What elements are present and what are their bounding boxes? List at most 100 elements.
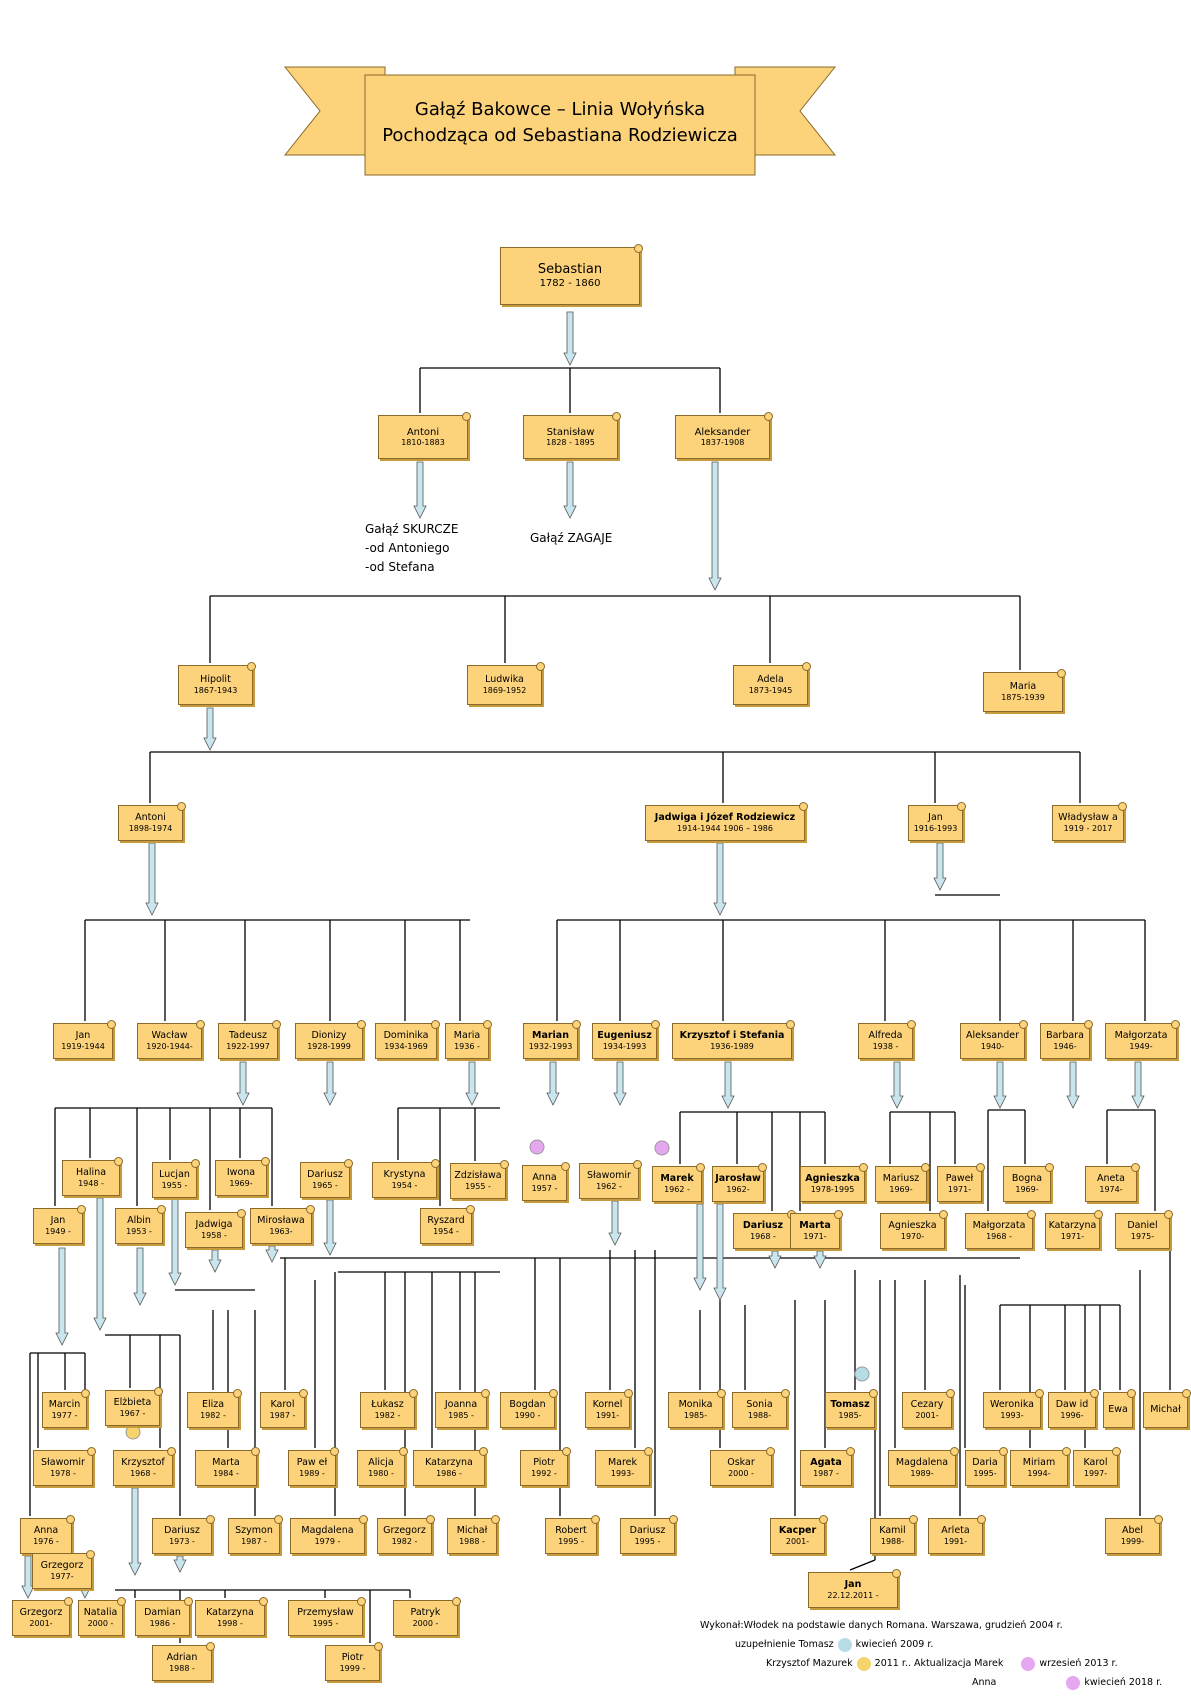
scroll-curl-icon xyxy=(491,1515,500,1524)
down-arrow-icon xyxy=(128,1487,142,1576)
down-arrow-icon xyxy=(208,1249,222,1273)
person-name: Joanna xyxy=(444,1398,478,1410)
scroll-curl-icon xyxy=(1154,1515,1163,1524)
scroll-curl-icon xyxy=(431,1020,440,1029)
person-name: Mariusz xyxy=(882,1172,920,1184)
person-years: 1977- xyxy=(50,1571,74,1581)
person-years: 1987 - xyxy=(813,1468,839,1478)
person-name: Aleksander xyxy=(965,1029,1020,1041)
pink-star-icon xyxy=(1021,1656,1036,1671)
person-years: 1988- xyxy=(880,1536,905,1546)
person-name: Katarzyna xyxy=(1048,1219,1097,1231)
scroll-curl-icon xyxy=(786,1020,795,1029)
person-years: 1953 - xyxy=(126,1226,152,1236)
footer-l4a: Anna xyxy=(972,1677,997,1688)
person-years: 1946- xyxy=(1053,1041,1077,1051)
person-years: 1962- xyxy=(726,1184,750,1194)
person-years: 1988 - xyxy=(459,1536,485,1546)
person-years: 1810-1883 xyxy=(401,438,445,448)
down-arrow-icon xyxy=(563,461,577,519)
person-name: Jadwiga xyxy=(195,1218,233,1230)
person-name: Jan xyxy=(844,1578,862,1590)
down-arrow-icon xyxy=(173,1555,187,1573)
scroll-curl-icon xyxy=(859,1163,868,1172)
scroll-curl-icon xyxy=(330,1447,339,1456)
person-years: 1949 - xyxy=(45,1226,71,1236)
person-name: Grzegorz xyxy=(19,1606,63,1618)
person-name: Lucjan xyxy=(159,1168,190,1180)
person-years: 1936 - xyxy=(454,1041,480,1051)
person-name: Elżbieta xyxy=(113,1396,152,1408)
down-arrow-icon xyxy=(993,1061,1007,1109)
person-years: 1958 - xyxy=(201,1230,227,1240)
person-years: 1988- xyxy=(747,1410,772,1420)
down-arrow-icon xyxy=(265,1245,279,1263)
person-years: 22.12.2011 - xyxy=(827,1590,879,1600)
person-years: 1974- xyxy=(1099,1184,1123,1194)
person-name: Halina xyxy=(75,1166,107,1178)
marker-star-icon xyxy=(654,1140,670,1156)
person-years: 1867-1943 xyxy=(193,685,238,695)
scroll-curl-icon xyxy=(206,1515,215,1524)
person-name: Albin xyxy=(127,1214,151,1226)
person-name: Tadeusz xyxy=(229,1029,267,1041)
note-skurcze-l1: Gałąź SKURCZE xyxy=(365,522,459,536)
scroll-curl-icon xyxy=(259,1597,268,1606)
person-name: Dariusz xyxy=(164,1524,200,1536)
person-name: Katarzyna xyxy=(206,1606,254,1618)
scroll-curl-icon xyxy=(1035,1389,1044,1398)
person-years: 1968 - xyxy=(130,1468,156,1478)
person-name: Agata xyxy=(810,1456,842,1468)
down-arrow-icon xyxy=(563,311,577,366)
person-years: 2000 - xyxy=(728,1468,754,1478)
person-years: 1988 - xyxy=(169,1663,195,1673)
scroll-curl-icon xyxy=(1164,1210,1173,1219)
person-name: Jan xyxy=(75,1029,91,1041)
person-name: Krzysztof i Stefania xyxy=(679,1029,785,1041)
scroll-curl-icon xyxy=(892,1569,901,1578)
down-arrow-icon xyxy=(933,842,947,891)
person-years: 1987 - xyxy=(241,1536,267,1546)
yellow-star-icon xyxy=(856,1656,871,1671)
scroll-curl-icon xyxy=(562,1447,571,1456)
person-name: Jadwiga i Józef Rodziewicz xyxy=(654,811,796,823)
person-years: 1936-1989 xyxy=(710,1041,754,1051)
person-name: Adrian xyxy=(166,1651,198,1663)
scroll-curl-icon xyxy=(696,1163,705,1172)
person-years: 1920-1944- xyxy=(146,1041,193,1051)
person-name: Weronika xyxy=(989,1398,1034,1410)
person-years: 1875-1939 xyxy=(1001,692,1045,702)
person-name: Antoni xyxy=(135,811,166,823)
scroll-curl-icon xyxy=(764,412,773,421)
person-name: Jan xyxy=(928,811,943,823)
scroll-curl-icon xyxy=(1027,1210,1036,1219)
scroll-curl-icon xyxy=(87,1447,96,1456)
person-years: 1994- xyxy=(1027,1468,1051,1478)
